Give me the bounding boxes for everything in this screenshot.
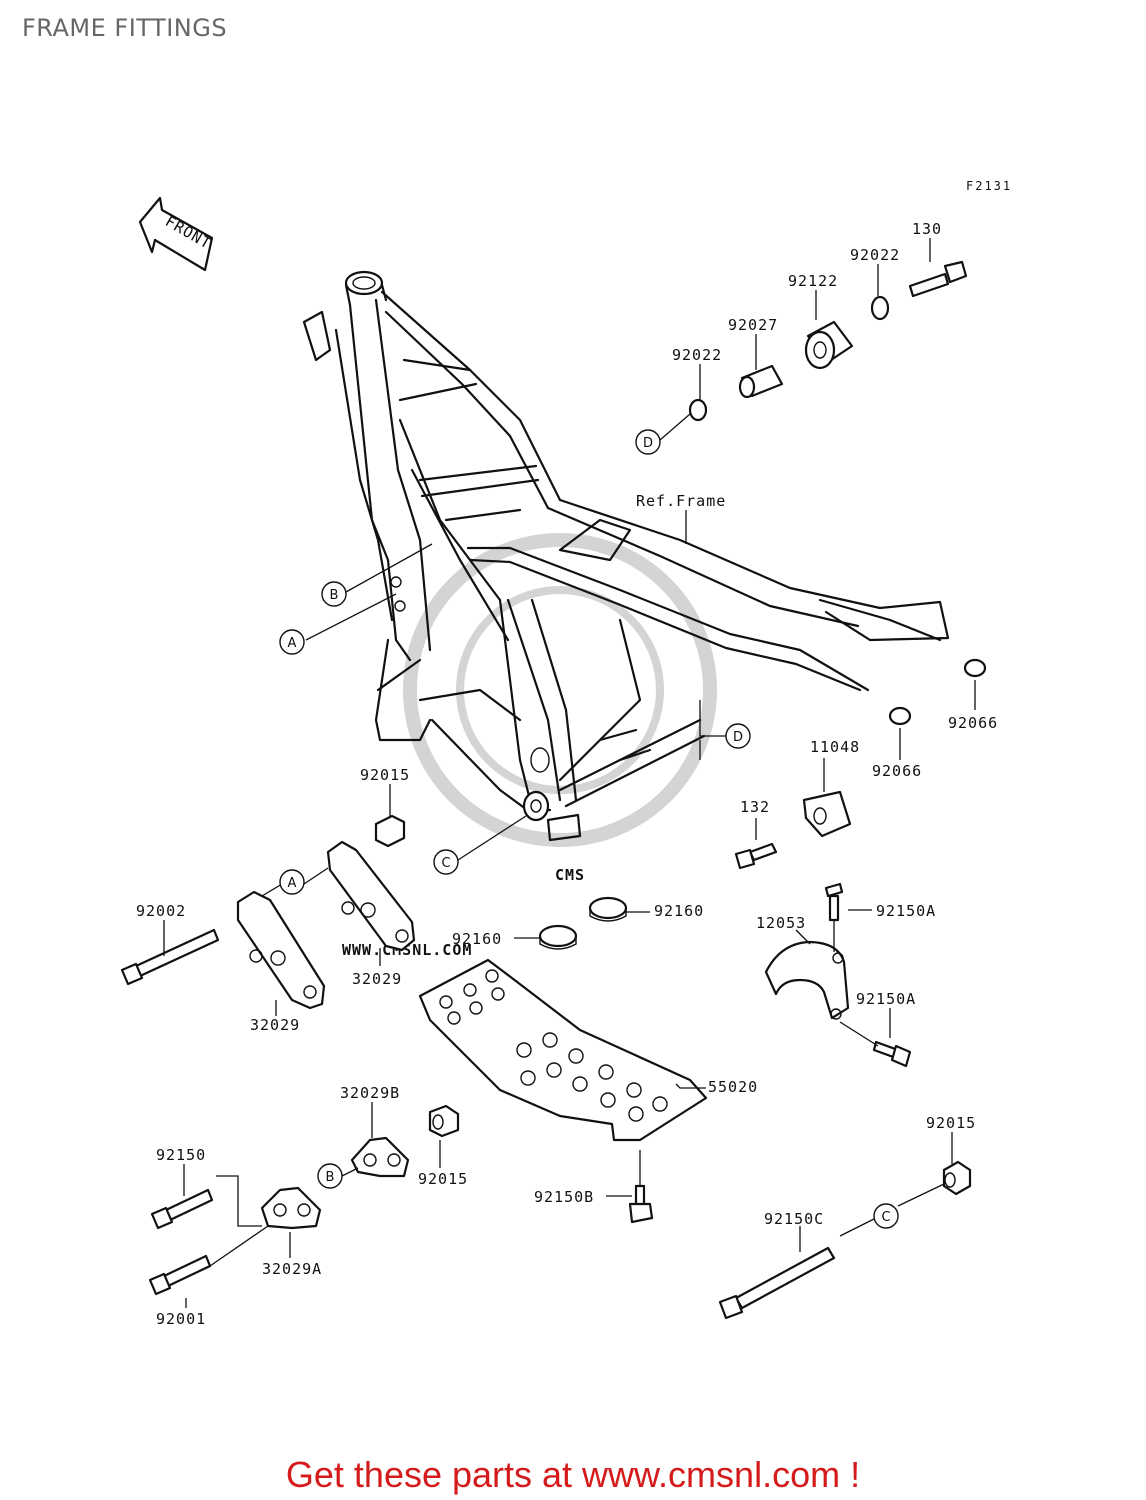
ref-circle-a-frame: A bbox=[279, 629, 305, 655]
label-ref-frame: Ref.Frame bbox=[636, 492, 726, 510]
label-92150B: 92150B bbox=[534, 1188, 594, 1206]
svg-text:A: A bbox=[288, 876, 297, 891]
label-32029-front: 32029 bbox=[250, 1016, 300, 1034]
part-92066-cap-upper bbox=[963, 658, 987, 678]
label-32029A: 32029A bbox=[262, 1260, 322, 1278]
label-92027: 92027 bbox=[728, 316, 778, 334]
part-92150A-bolt-top bbox=[824, 882, 844, 922]
label-92022-left: 92022 bbox=[672, 346, 722, 364]
label-11048: 11048 bbox=[810, 738, 860, 756]
part-130-bolt bbox=[908, 260, 968, 298]
part-92022-washer-left bbox=[688, 398, 708, 422]
part-92160-cap-right bbox=[588, 896, 628, 922]
part-92027-collar bbox=[738, 364, 784, 399]
label-92022-top: 92022 bbox=[850, 246, 900, 264]
part-92015-collar-right bbox=[942, 1160, 972, 1196]
part-32029-plate-back bbox=[326, 840, 416, 952]
label-92002: 92002 bbox=[136, 902, 186, 920]
label-132: 132 bbox=[740, 798, 770, 816]
front-arrow-icon: FRONT bbox=[138, 196, 215, 272]
label-12053: 12053 bbox=[756, 914, 806, 932]
part-92150-bolt bbox=[150, 1188, 214, 1230]
svg-text:D: D bbox=[733, 730, 743, 745]
ref-circle-c-lower: C bbox=[873, 1203, 899, 1229]
part-92022-washer-top bbox=[870, 295, 890, 321]
part-92150B-bolt bbox=[628, 1184, 654, 1224]
part-92015-collar-frame bbox=[374, 814, 406, 848]
part-92015-collar-mid bbox=[428, 1104, 460, 1138]
watermark-url: WWW.CMSNL.COM bbox=[342, 941, 472, 959]
part-32029A-bracket bbox=[260, 1186, 322, 1230]
frame-drawing bbox=[302, 270, 950, 842]
label-92160-right: 92160 bbox=[654, 902, 704, 920]
part-32029-plate-front bbox=[236, 890, 326, 1010]
part-92001-bolt bbox=[148, 1254, 212, 1296]
part-92160-cap-left bbox=[538, 924, 578, 950]
ref-circle-c-frame: C bbox=[433, 849, 459, 875]
label-130: 130 bbox=[912, 220, 942, 238]
label-92122: 92122 bbox=[788, 272, 838, 290]
part-11048-bracket bbox=[802, 790, 852, 838]
label-92015-mid: 92015 bbox=[418, 1170, 468, 1188]
label-92015-frame: 92015 bbox=[360, 766, 410, 784]
label-32029-back: 32029 bbox=[352, 970, 402, 988]
ref-circle-b-lower: B bbox=[317, 1163, 343, 1189]
svg-text:D: D bbox=[643, 436, 653, 451]
svg-text:C: C bbox=[881, 1210, 890, 1225]
part-92150C-bolt bbox=[718, 1246, 836, 1320]
label-92066-lower: 92066 bbox=[872, 762, 922, 780]
label-92001: 92001 bbox=[156, 1310, 206, 1328]
label-92150C: 92150C bbox=[764, 1210, 824, 1228]
footer-cta[interactable]: Get these parts at www.cmsnl.com ! bbox=[285, 1454, 861, 1495]
part-132-bolt bbox=[734, 842, 778, 870]
label-92066-upper: 92066 bbox=[948, 714, 998, 732]
label-55020: 55020 bbox=[708, 1078, 758, 1096]
label-92150: 92150 bbox=[156, 1146, 206, 1164]
label-92160-left: 92160 bbox=[452, 930, 502, 948]
svg-text:B: B bbox=[330, 588, 339, 603]
part-12053-clamp bbox=[764, 940, 850, 1020]
svg-text:A: A bbox=[288, 636, 297, 651]
ref-circle-d-frame: D bbox=[725, 723, 751, 749]
page-title: FRAME FITTINGS bbox=[22, 14, 228, 42]
part-92002-bolt bbox=[120, 928, 220, 986]
label-92150A-bottom: 92150A bbox=[856, 990, 916, 1008]
part-32029B-bracket bbox=[350, 1136, 410, 1178]
svg-text:B: B bbox=[326, 1170, 335, 1185]
ref-circle-d-top: D bbox=[635, 429, 661, 455]
label-92150A-top: 92150A bbox=[876, 902, 936, 920]
svg-text:C: C bbox=[441, 856, 450, 871]
watermark-logo: CMS bbox=[555, 866, 585, 884]
leader-lines bbox=[163, 238, 976, 1308]
part-92066-cap-lower bbox=[888, 706, 912, 726]
drawing-code: F2131 bbox=[966, 179, 1012, 193]
part-92122-bushing bbox=[804, 320, 854, 370]
part-92150A-bolt-bottom bbox=[872, 1040, 912, 1068]
ref-circle-a-plates: A bbox=[279, 869, 305, 895]
part-55020-skid-plate bbox=[418, 958, 708, 1142]
ref-circle-b-frame: B bbox=[321, 581, 347, 607]
label-92015-right: 92015 bbox=[926, 1114, 976, 1132]
label-32029B: 32029B bbox=[340, 1084, 400, 1102]
